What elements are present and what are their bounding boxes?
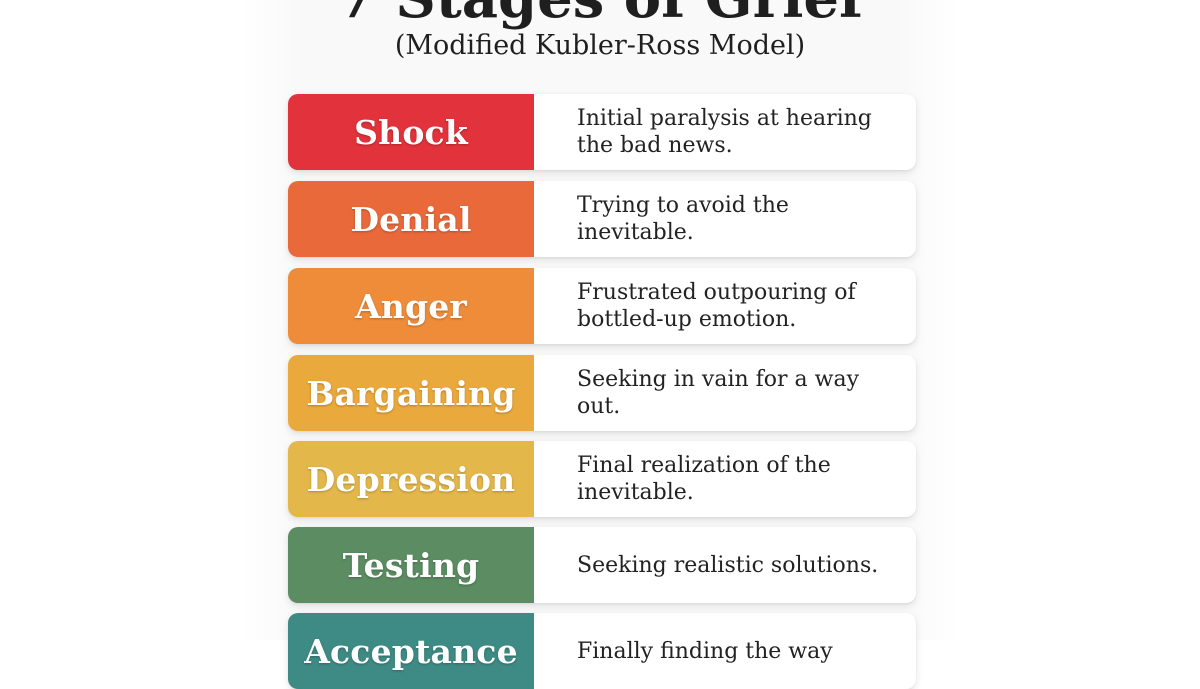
stage-description-denial: Trying to avoid the inevitable. [577,193,789,245]
stage-label-shock: Shock [288,94,534,170]
stage-row-bargaining: Bargaining Seeking in vain for a way out… [288,355,916,431]
stage-label-denial: Denial [288,181,534,257]
stage-description-anger: Frustrated outpouring of bottled-up emot… [577,280,856,332]
stage-row-anger: Anger Frustrated outpouring of bottled-u… [288,268,916,344]
stage-label-testing: Testing [288,527,534,603]
stage-label-anger: Anger [288,268,534,344]
page-title: 7 Stages of Grief [0,0,1200,26]
stage-row-testing: Testing Seeking realistic solutions. [288,527,916,603]
stage-row-denial: Denial Trying to avoid the inevitable. [288,181,916,257]
stage-description-acceptance: Finally finding the way [577,638,833,664]
stage-description-testing: Seeking realistic solutions. [577,552,879,578]
stage-label-bargaining: Bargaining [288,355,534,431]
stage-row-acceptance: Acceptance Finally finding the way [288,613,916,689]
stage-description-shock: Initial paralysis at hearing the bad new… [577,106,872,158]
page-subtitle: (Modified Kubler-Ross Model) [394,30,806,61]
stage-row-shock: Shock Initial paralysis at hearing the b… [288,94,916,170]
stage-description-depression: Final realization of the inevitable. [577,453,831,505]
stage-label-acceptance: Acceptance [288,613,534,689]
stage-description-bargaining: Seeking in vain for a way out. [577,367,860,419]
stage-row-depression: Depression Final realization of the inev… [288,441,916,517]
stage-label-depression: Depression [288,441,534,517]
